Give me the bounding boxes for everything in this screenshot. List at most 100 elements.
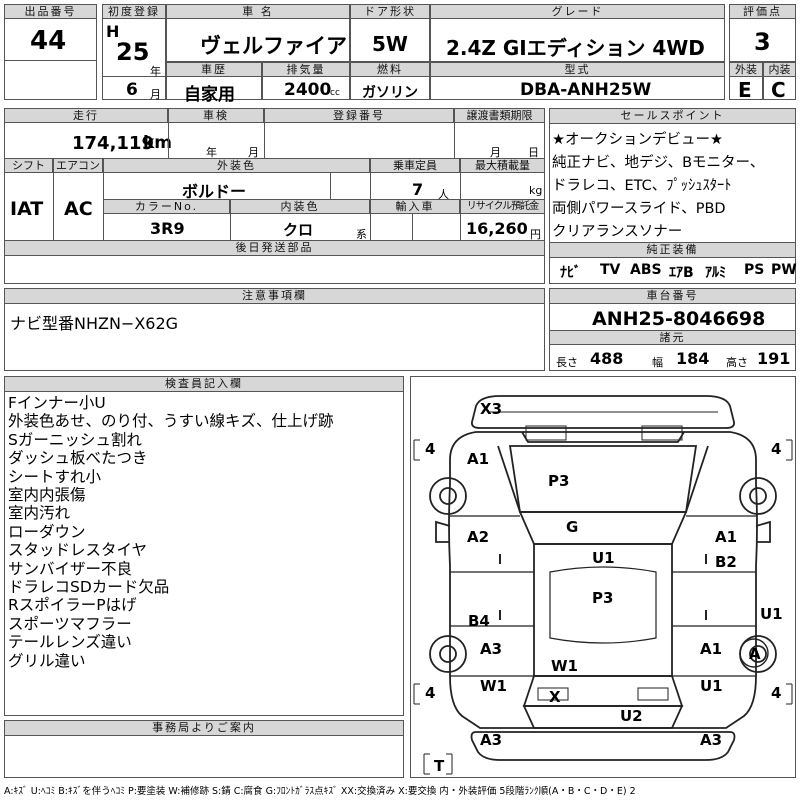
colorno-label: カラーNo. [103, 199, 230, 214]
inspect-year-unit: 年 [206, 146, 217, 159]
damage-mark: A1 [715, 528, 738, 546]
disp-unit: cc [330, 88, 340, 98]
import-label: 輸入車 [370, 199, 460, 214]
inspector-line: ダッシュ板べたつき [8, 449, 148, 468]
damage-mark: A2 [467, 528, 490, 546]
height: 191 [757, 349, 791, 368]
inspector-line: 室内汚れ [8, 504, 71, 523]
recycle-label: リサイクル預託金 [460, 199, 545, 214]
damage-mark: A1 [467, 450, 490, 468]
damage-mark: A1 [700, 640, 723, 658]
car-diagram [410, 376, 796, 778]
load-label: 最大積載量 [460, 158, 545, 173]
office-label: 事務局よりご案内 [4, 720, 404, 736]
damage-mark: W1 [551, 657, 578, 675]
first-reg-label: 初度登録 [102, 4, 166, 19]
damage-mark: 4 [771, 440, 782, 458]
era: H [106, 22, 120, 41]
damage-mark: 4 [771, 684, 782, 702]
damage-mark: U2 [620, 707, 643, 725]
displacement: 2400 [284, 80, 332, 100]
inspector-line: サンバイザー不良 [8, 559, 133, 578]
inspector-block [4, 376, 404, 716]
equip-item: ABS [630, 262, 662, 278]
door-label: ドア形状 [350, 4, 430, 19]
inspector-line: 外装色あせ、のり付、うすい線キズ、仕上げ跡 [8, 412, 334, 431]
load-unit: kg [529, 184, 543, 197]
cap-label: 乗車定員 [370, 158, 460, 173]
intcolor-unit: 系 [356, 228, 367, 241]
shift-label: シフト [4, 158, 53, 173]
first-reg-cell [102, 4, 166, 100]
damage-mark: B2 [715, 553, 737, 571]
ext-grade: E [738, 78, 752, 102]
damage-mark: B4 [468, 612, 490, 630]
damage-mark: P3 [548, 472, 570, 490]
wid-label: 幅 [652, 356, 663, 369]
equip-item: PW [771, 262, 797, 278]
color: ボルドー [182, 182, 247, 201]
inspector-line: RスポイラーPはげ [8, 596, 137, 615]
mileage: 174,119 [72, 133, 154, 154]
inspector-line: Fインナー小U [8, 394, 106, 412]
sales-line: クリアランスソナー [552, 224, 683, 240]
color-no: 3R9 [150, 219, 185, 238]
chassis-number: ANH25-8046698 [592, 308, 766, 330]
equip-item: ｴｱB [669, 265, 694, 281]
car-name-label: 車 名 [166, 4, 350, 19]
year: 25 [116, 38, 150, 66]
disp-label: 排気量 [262, 62, 350, 77]
color-label: 外装色 [103, 158, 370, 173]
damage-mark: U1 [592, 549, 615, 567]
fuel-label: 燃料 [350, 62, 430, 77]
damage-mark: W1 [480, 677, 507, 695]
equip-label: 純正装備 [549, 242, 796, 258]
damage-mark: A3 [480, 731, 503, 749]
sales-line: ★オークションデビュー★ [552, 132, 723, 148]
inspector-label: 検査員記入欄 [4, 376, 404, 392]
transfer-label: 譲渡書類期限 [454, 108, 545, 123]
inspector-line: スポーツマフラー [8, 614, 132, 633]
grade: 2.4Z GIエディション 4WD [446, 36, 705, 60]
damage-mark: A3 [480, 640, 503, 658]
history-label: 車歴 [166, 62, 262, 77]
inspector-line: Sガーニッシュ割れ [8, 430, 142, 449]
door: 5W [372, 32, 408, 56]
shift: IAT [10, 198, 44, 220]
damage-mark: A3 [700, 731, 723, 749]
legend: A:ｷｽﾞ U:ﾍｺﾐ B:ｷｽﾞを伴うﾍｺﾐ P:要塗装 W:補修跡 S:錆 … [4, 786, 636, 797]
inspector-line: ドラレコSDカード欠品 [8, 578, 170, 597]
damage-mark: T [434, 757, 445, 775]
damage-mark: 4 [425, 440, 436, 458]
int-label: 内装 [763, 62, 796, 77]
damage-mark: P3 [592, 589, 614, 607]
inspect-label: 車検 [168, 108, 264, 123]
capacity: 7 [412, 180, 424, 199]
damage-mark: X3 [480, 400, 503, 418]
car-name: ヴェルファイア [200, 34, 347, 58]
inspector-line: 室内内張傷 [8, 486, 86, 505]
inspector-line: シートすれ小 [8, 467, 102, 486]
inspector-line: テールレンズ違い [8, 633, 132, 652]
equip-item: PS [744, 262, 765, 278]
damage-mark: U1 [760, 605, 783, 623]
dims-label: 諸元 [549, 330, 796, 345]
lot-number: 44 [30, 26, 67, 56]
sales-line: 純正ナビ、地デジ、Bモニター、 [552, 155, 765, 171]
cap-unit: 人 [438, 188, 449, 201]
fuel: ガソリン [362, 85, 418, 101]
inspector-line: ローダウン [8, 522, 86, 541]
lot-label: 出品番号 [4, 4, 97, 19]
ac-label: エアコン [53, 158, 103, 173]
car-outline [413, 395, 793, 775]
damage-mark: A [749, 645, 761, 663]
recycle: 16,260 [466, 219, 528, 238]
sales-line: ドラレコ、ETC、ﾌﾟｯｼｭｽﾀｰﾄ [552, 178, 732, 194]
chassis-label: 車台番号 [549, 288, 796, 304]
month: 6 [126, 80, 138, 100]
equip-item: ﾅﾋﾞ [560, 265, 581, 281]
width: 184 [676, 349, 710, 368]
int-color: クロ [283, 221, 314, 239]
inspector-line: スタッドレスタイヤ [8, 541, 148, 560]
len-label: 長さ [556, 356, 578, 369]
